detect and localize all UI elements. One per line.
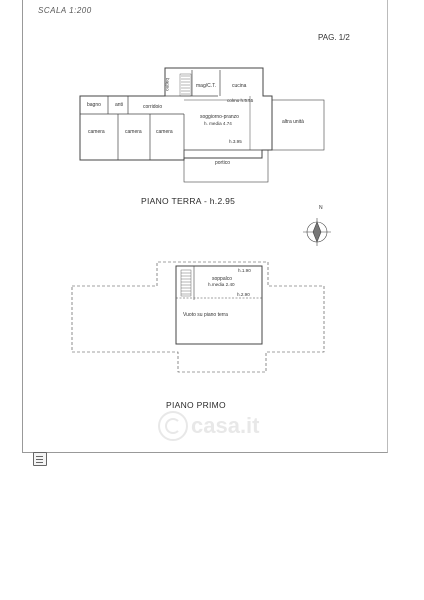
label-h395: h.3.95 <box>229 139 242 144</box>
casa-logo-icon <box>158 411 188 441</box>
compass-north-label: N <box>319 205 323 211</box>
room-magct: mag/C.T. <box>196 83 217 89</box>
room-soppalco: soppalco <box>212 276 233 282</box>
plan-sheet <box>22 0 388 453</box>
room-bagno-left: bagno <box>87 102 101 108</box>
stairs-first <box>180 269 192 297</box>
room-portico: portico <box>215 160 231 166</box>
label-hmedia-ground: h. media 4.74 <box>204 121 232 126</box>
document-icon[interactable] <box>33 452 47 466</box>
soppalco-walls <box>175 265 263 345</box>
room-altra-unita: altra unità <box>282 119 304 125</box>
page-number: PAG. 1/2 <box>318 33 350 42</box>
compass-rose <box>303 218 331 246</box>
room-bagno-top: bagno <box>165 78 170 91</box>
portico-outline <box>183 149 269 183</box>
casa-watermark: casa.it <box>158 408 270 444</box>
room-antibagno: anti <box>115 102 124 108</box>
room-cucina: cucina <box>232 83 247 89</box>
stairs-ground <box>179 73 192 97</box>
watermark-text: casa.it <box>191 413 260 438</box>
room-soggiorno: soggiorno-pranzo <box>200 114 239 120</box>
room-camera-3: camera <box>156 129 173 135</box>
label-colmo: colmo h.5.55 <box>227 98 254 103</box>
first-floor-void-outline <box>71 261 325 373</box>
room-corridoio: corridoio <box>143 104 163 110</box>
scale-note: SCALA 1:200 <box>38 6 92 15</box>
room-camera-2: camera <box>125 129 142 135</box>
altra-unita-outline <box>271 99 325 151</box>
label-h290: h.2.90 <box>237 292 250 297</box>
first-floor-title: PIANO PRIMO <box>166 400 226 410</box>
room-camera-1: camera <box>88 129 105 135</box>
ground-floor-title: PIANO TERRA - h.2.95 <box>141 196 236 206</box>
label-hmedia-first: h.media 2.40 <box>208 282 235 287</box>
label-h190: h.1.90 <box>238 268 251 273</box>
label-vuoto: Vuoto su piano terra <box>183 312 228 318</box>
